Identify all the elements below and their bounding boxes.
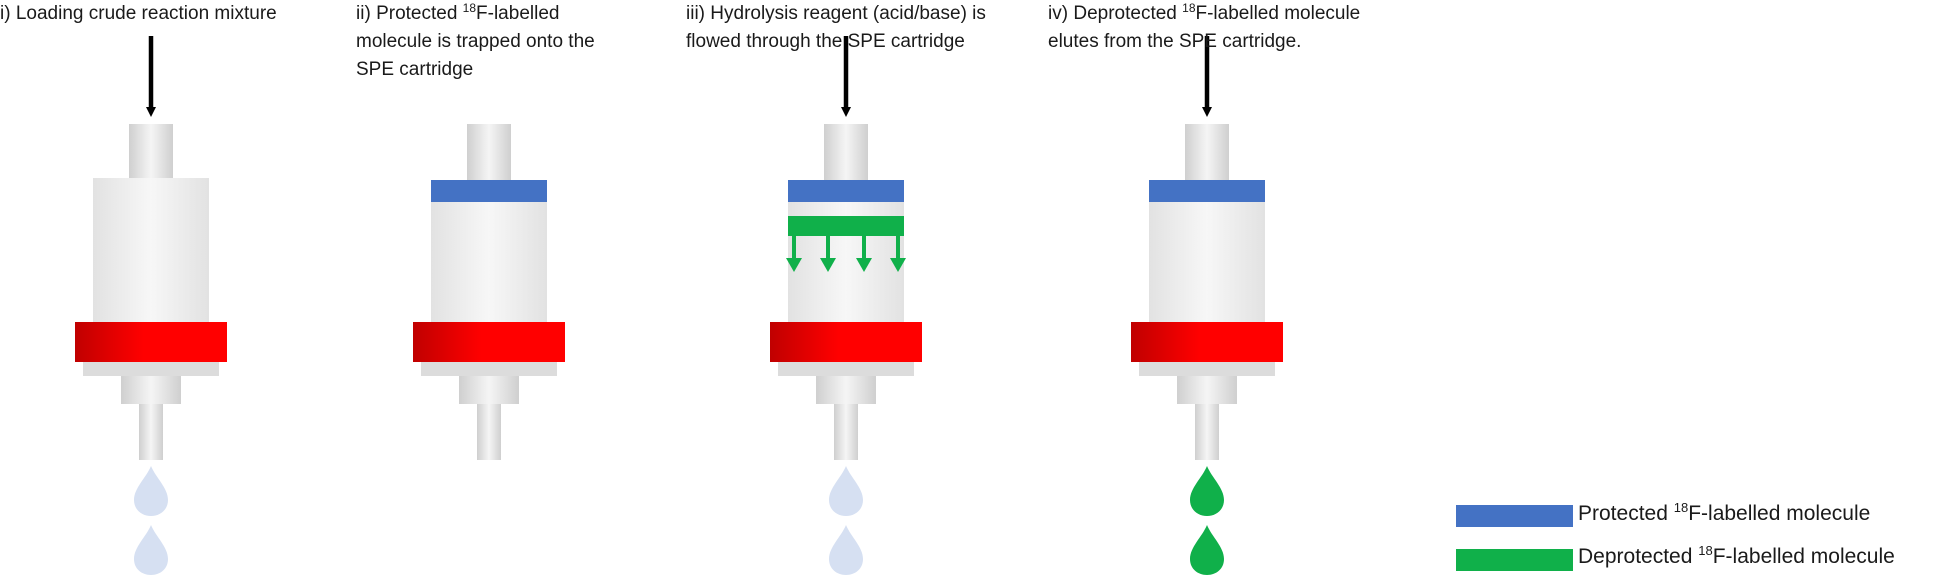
legend-label-deprotected: Deprotected 18F-labelled molecule (1578, 543, 1895, 568)
reagent-flow-arrowhead-icon (856, 258, 872, 272)
reagent-flow-arrowhead-icon (786, 258, 802, 272)
reagent-flow-arrowhead-icon (820, 258, 836, 272)
cartridge-3 (770, 36, 922, 575)
cartridge-4 (1131, 36, 1283, 575)
cartridge-body (1149, 182, 1265, 322)
cartridge-flange (1139, 362, 1275, 376)
protected-molecule-layer (431, 180, 547, 202)
legend-swatch-deprotected (1456, 549, 1573, 571)
cartridge-flange (83, 362, 219, 376)
cartridge-flange (778, 362, 914, 376)
cartridge-red-ring (770, 322, 922, 362)
cartridge-outlet-tip (139, 404, 163, 460)
cartridge-body (431, 182, 547, 322)
cartridge-red-ring (75, 322, 227, 362)
legend-label-protected: Protected 18F-labelled molecule (1578, 500, 1871, 525)
cartridge-collar (1177, 376, 1237, 404)
eluent-drop-icon (829, 466, 863, 516)
cartridge-top-nozzle (824, 124, 868, 184)
cartridge-body (788, 182, 904, 322)
cartridge-outlet-tip (477, 404, 501, 460)
cartridge-top-nozzle (467, 124, 511, 184)
step-caption-3: iii) Hydrolysis reagent (acid/base) is f… (686, 3, 986, 52)
protected-molecule-layer (788, 180, 904, 202)
cartridge-red-ring (413, 322, 565, 362)
protected-molecule-layer (1149, 180, 1265, 202)
eluent-drop-icon (1190, 525, 1224, 575)
cartridge-collar (459, 376, 519, 404)
cartridge-body (93, 178, 209, 322)
eluent-drop-icon (1190, 466, 1224, 516)
hydrolysis-reagent-layer (788, 216, 904, 236)
legend-swatch-protected (1456, 505, 1573, 527)
cartridge-outlet-tip (1195, 404, 1219, 460)
cartridge-collar (121, 376, 181, 404)
eluent-drop-icon (134, 466, 168, 516)
cartridge-red-ring (1131, 322, 1283, 362)
eluent-drop-icon (134, 525, 168, 575)
cartridge-top-nozzle (1185, 124, 1229, 184)
cartridge-outlet-tip (834, 404, 858, 460)
cartridge-top-nozzle (129, 124, 173, 180)
cartridge-flange (421, 362, 557, 376)
step-caption-2: ii) Protected 18F-labelled molecule is t… (356, 1, 595, 80)
cartridge-collar (816, 376, 876, 404)
reagent-flow-arrowhead-icon (890, 258, 906, 272)
cartridge-1 (75, 36, 227, 575)
eluent-drop-icon (829, 525, 863, 575)
step-caption-4: iv) Deprotected 18F-labelled molecule el… (1048, 1, 1361, 52)
cartridge-2 (413, 124, 565, 460)
step-caption-1: i) Loading crude reaction mixture (0, 3, 277, 24)
